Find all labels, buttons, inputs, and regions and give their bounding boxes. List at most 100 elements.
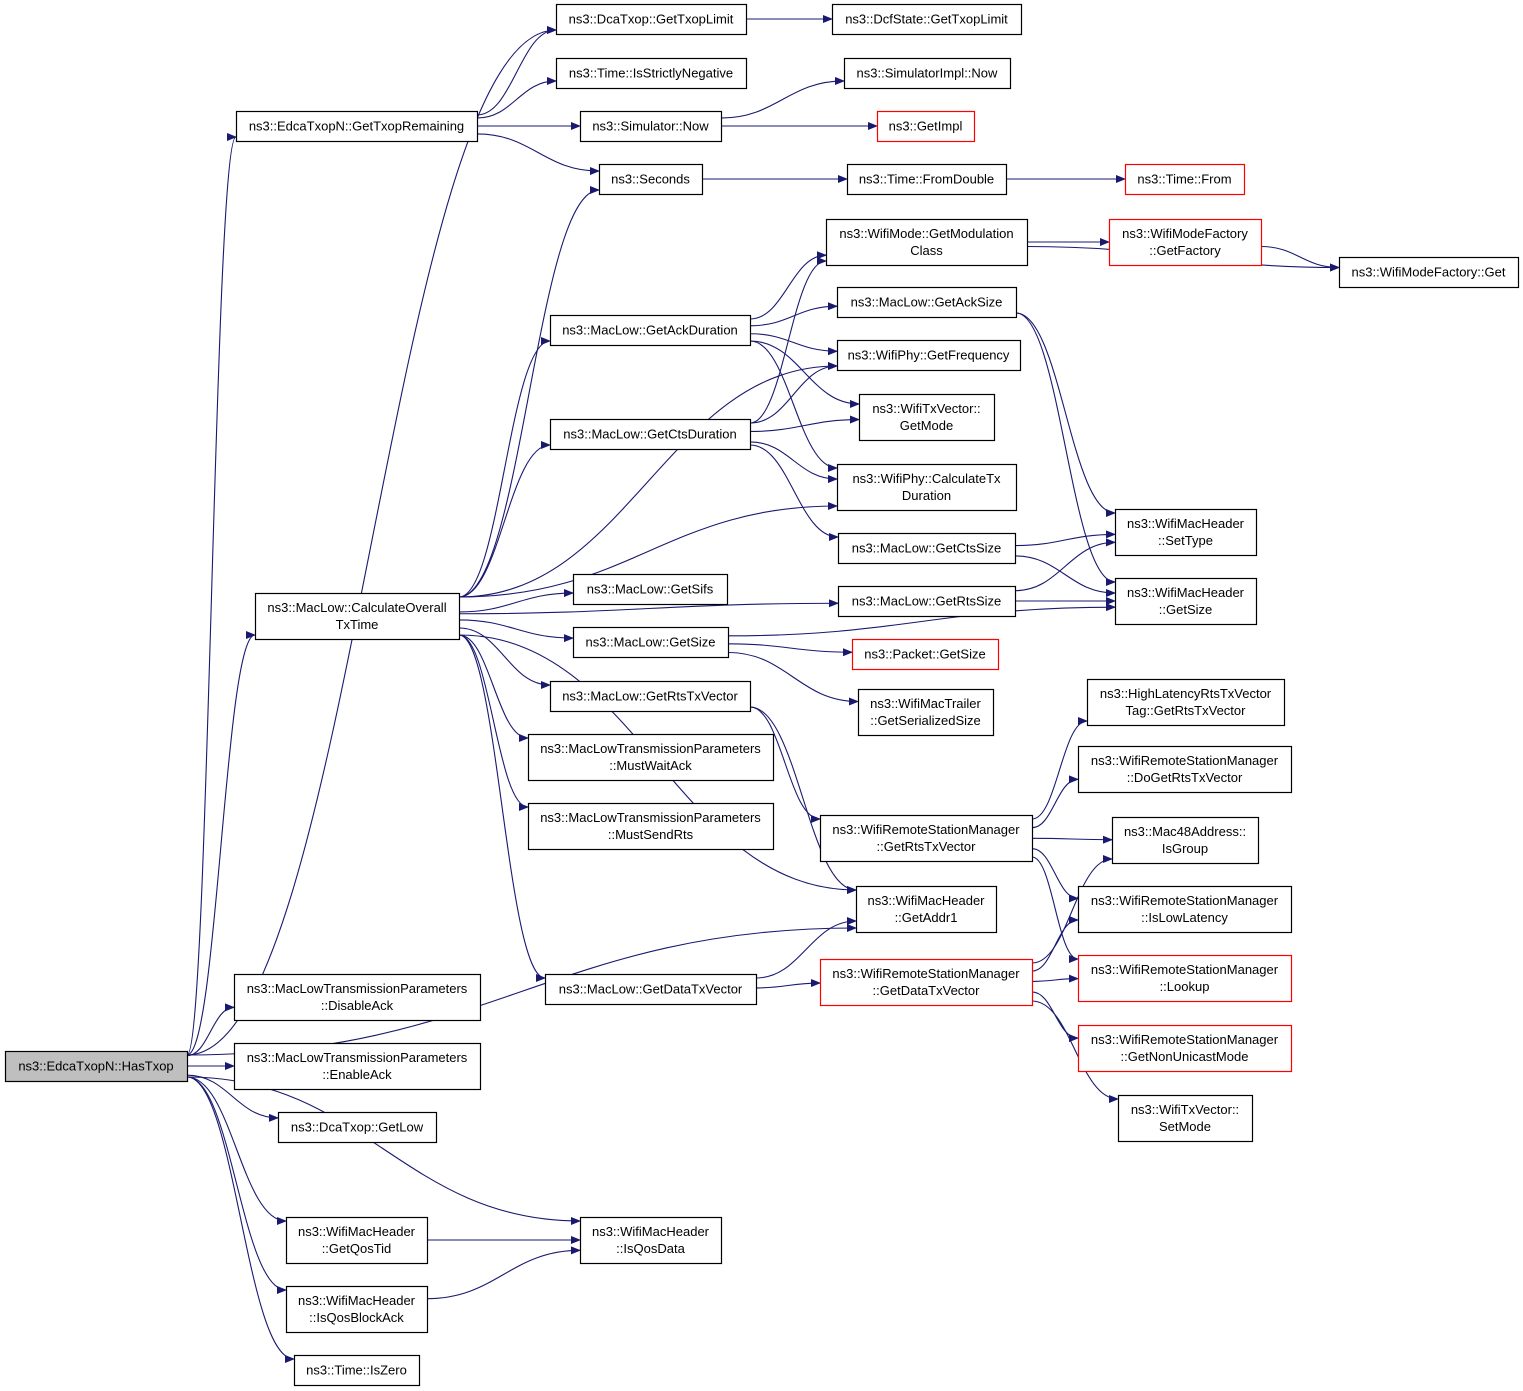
node-label: ns3::EdcaTxopN::GetTxopRemaining xyxy=(249,119,464,134)
node-get-cts-size[interactable]: ns3::MacLow::GetCtsSize xyxy=(837,532,1017,565)
edge-calc-overall-to-get-cts-duration xyxy=(458,441,551,598)
node-set-type[interactable]: ns3::WifiMacHeader::SetType xyxy=(1114,508,1258,557)
node-is-group[interactable]: ns3::Mac48Address::IsGroup xyxy=(1111,816,1260,865)
edge-sim-now-to-sim-impl-now xyxy=(720,76,845,119)
node-label: ::IsQosBlockAck xyxy=(309,1310,404,1325)
node-get-cts-duration[interactable]: ns3::MacLow::GetCtsDuration xyxy=(549,418,752,451)
node-box xyxy=(1117,1094,1254,1143)
node-sim-now[interactable]: ns3::Simulator::Now xyxy=(579,110,723,143)
node-box xyxy=(1108,218,1263,267)
node-label: ns3::WifiMacHeader xyxy=(867,893,985,908)
node-wrsmget-rts[interactable]: ns3::WifiRemoteStationManager::GetRtsTxV… xyxy=(819,814,1034,863)
node-factory-get[interactable]: ns3::WifiModeFactory::Get xyxy=(1338,256,1520,289)
node-label: ns3::Time::FromDouble xyxy=(859,172,994,187)
node-label: ns3::GetImpl xyxy=(889,119,963,134)
node-get-ack-size[interactable]: ns3::MacLow::GetAckSize xyxy=(836,286,1018,319)
node-get-mode[interactable]: ns3::WifiTxVector::GetMode xyxy=(858,393,996,442)
node-get-sifs[interactable]: ns3::MacLow::GetSifs xyxy=(572,573,729,606)
node-get-data-tx-vector-low[interactable]: ns3::MacLow::GetDataTxVector xyxy=(544,973,758,1006)
node-get-rts-size[interactable]: ns3::MacLow::GetRtsSize xyxy=(837,585,1017,618)
node-label: ::GetQosTid xyxy=(322,1241,392,1256)
node-label: ns3::MacLow::CalculateOverall xyxy=(267,600,446,615)
node-is-low-latency[interactable]: ns3::WifiRemoteStationManager::IsLowLate… xyxy=(1077,885,1293,934)
node-label: ::IsQosData xyxy=(616,1241,685,1256)
node-is-strictly-negative[interactable]: ns3::Time::IsStrictlyNegative xyxy=(555,57,748,90)
node-label: ns3::MacLow::GetRtsSize xyxy=(852,594,1002,609)
edge-mac-low-get-size-to-get-serialized-size xyxy=(727,651,859,706)
node-get-txop-remaining[interactable]: ns3::EdcaTxopN::GetTxopRemaining xyxy=(235,110,479,143)
edge-wrsmget-data-to-lookup xyxy=(1031,974,1079,983)
node-box xyxy=(285,1216,429,1265)
node-get-txop-limit-dcf[interactable]: ns3::DcfState::GetTxopLimit xyxy=(831,3,1023,36)
node-box xyxy=(843,57,1012,90)
node-hlget-rts[interactable]: ns3::HighLatencyRtsTxVectorTag::GetRtsTx… xyxy=(1086,678,1286,727)
node-label: ::GetNonUnicastMode xyxy=(1121,1049,1249,1064)
node-disable-ack[interactable]: ns3::MacLowTransmissionParameters::Disab… xyxy=(233,973,482,1022)
edge-mac-low-get-size-to-packet-get-size xyxy=(727,643,853,657)
node-get-ack-duration[interactable]: ns3::MacLow::GetAckDuration xyxy=(549,314,752,347)
node-get-frequency[interactable]: ns3::WifiPhy::GetFrequency xyxy=(836,339,1022,372)
edge-get-ack-duration-to-get-ack-size xyxy=(749,302,838,327)
node-label: ns3::MacLow::GetAckSize xyxy=(851,295,1003,310)
node-get-txop-limit-dca[interactable]: ns3::DcaTxop::GetTxopLimit xyxy=(555,3,748,36)
edge-has-txop-to-get-qos-tid xyxy=(186,1076,287,1225)
edge-calc-overall-to-get-ack-duration xyxy=(458,337,551,598)
node-seconds[interactable]: ns3::Seconds xyxy=(598,163,704,196)
node-must-wait-ack[interactable]: ns3::MacLowTransmissionParameters::MustW… xyxy=(527,733,775,782)
node-box xyxy=(876,110,976,143)
node-label: Duration xyxy=(902,488,951,503)
node-set-mode[interactable]: ns3::WifiTxVector::SetMode xyxy=(1117,1094,1254,1143)
node-label: ns3::MacLowTransmissionParameters xyxy=(540,810,761,825)
node-box xyxy=(836,463,1018,512)
node-box xyxy=(549,314,752,347)
node-enable-ack[interactable]: ns3::MacLowTransmissionParameters::Enabl… xyxy=(233,1042,482,1091)
node-box xyxy=(1124,163,1246,196)
node-label: ns3::WifiRemoteStationManager xyxy=(832,822,1020,837)
node-lookup[interactable]: ns3::WifiRemoteStationManager::Lookup xyxy=(1077,954,1293,1003)
node-dca-get-low[interactable]: ns3::DcaTxop::GetLow xyxy=(277,1111,438,1144)
node-box xyxy=(235,110,479,143)
node-is-qos-block-ack[interactable]: ns3::WifiMacHeader::IsQosBlockAck xyxy=(285,1285,429,1334)
node-from-double[interactable]: ns3::Time::FromDouble xyxy=(846,163,1008,196)
node-get-qos-tid[interactable]: ns3::WifiMacHeader::GetQosTid xyxy=(285,1216,429,1265)
node-box xyxy=(846,163,1008,196)
node-label: ::GetSerializedSize xyxy=(870,713,981,728)
node-label: ::GetSize xyxy=(1159,602,1212,617)
node-box xyxy=(836,286,1018,319)
node-hdr-get-size[interactable]: ns3::WifiMacHeader::GetSize xyxy=(1114,577,1258,626)
edge-wrsmget-data-to-set-mode xyxy=(1031,1000,1119,1103)
node-is-qos-data[interactable]: ns3::WifiMacHeader::IsQosData xyxy=(579,1216,723,1265)
edge-has-txop-to-is-qos-data xyxy=(186,1076,581,1225)
node-get-non-unicast[interactable]: ns3::WifiRemoteStationManager::GetNonUni… xyxy=(1077,1024,1293,1073)
node-sim-impl-now[interactable]: ns3::SimulatorImpl::Now xyxy=(843,57,1012,90)
node-get-impl[interactable]: ns3::GetImpl xyxy=(876,110,976,143)
node-box xyxy=(857,688,995,737)
node-box xyxy=(851,638,1000,671)
node-wrsmget-data[interactable]: ns3::WifiRemoteStationManager::GetDataTx… xyxy=(819,958,1034,1007)
node-get-serialized-size[interactable]: ns3::WifiMacTrailer::GetSerializedSize xyxy=(857,688,995,737)
node-box xyxy=(277,1111,438,1144)
node-packet-get-size[interactable]: ns3::Packet::GetSize xyxy=(851,638,1000,671)
node-is-zero[interactable]: ns3::Time::IsZero xyxy=(293,1354,421,1387)
node-label: ns3::MacLowTransmissionParameters xyxy=(247,1050,468,1065)
node-label: ns3::Time::From xyxy=(1137,172,1231,187)
node-do-get-rts[interactable]: ns3::WifiRemoteStationManager::DoGetRtsT… xyxy=(1077,745,1293,794)
node-must-send-rts[interactable]: ns3::MacLowTransmissionParameters::MustS… xyxy=(527,802,775,851)
edge-get-ack-size-to-set-type xyxy=(1015,312,1116,517)
node-time-from[interactable]: ns3::Time::From xyxy=(1124,163,1246,196)
node-box xyxy=(579,110,723,143)
node-get-addr1[interactable]: ns3::WifiMacHeader::GetAddr1 xyxy=(855,885,998,934)
node-get-rts-tx-vector-low[interactable]: ns3::MacLow::GetRtsTxVector xyxy=(549,680,752,713)
edge-calc-overall-to-get-data-tx-vector-low xyxy=(458,634,546,982)
node-box xyxy=(233,1042,482,1091)
node-label: ns3::WifiRemoteStationManager xyxy=(1091,1032,1279,1047)
node-has-txop[interactable]: ns3::EdcaTxopN::HasTxop xyxy=(4,1050,189,1083)
node-label: ns3::WifiRemoteStationManager xyxy=(1091,962,1279,977)
node-get-factory[interactable]: ns3::WifiModeFactory::GetFactory xyxy=(1108,218,1263,267)
edge-mac-low-get-size-to-hdr-get-size xyxy=(727,603,1116,637)
node-label: ns3::Time::IsStrictlyNegative xyxy=(569,66,733,81)
node-mac-low-get-size[interactable]: ns3::MacLow::GetSize xyxy=(572,626,730,659)
